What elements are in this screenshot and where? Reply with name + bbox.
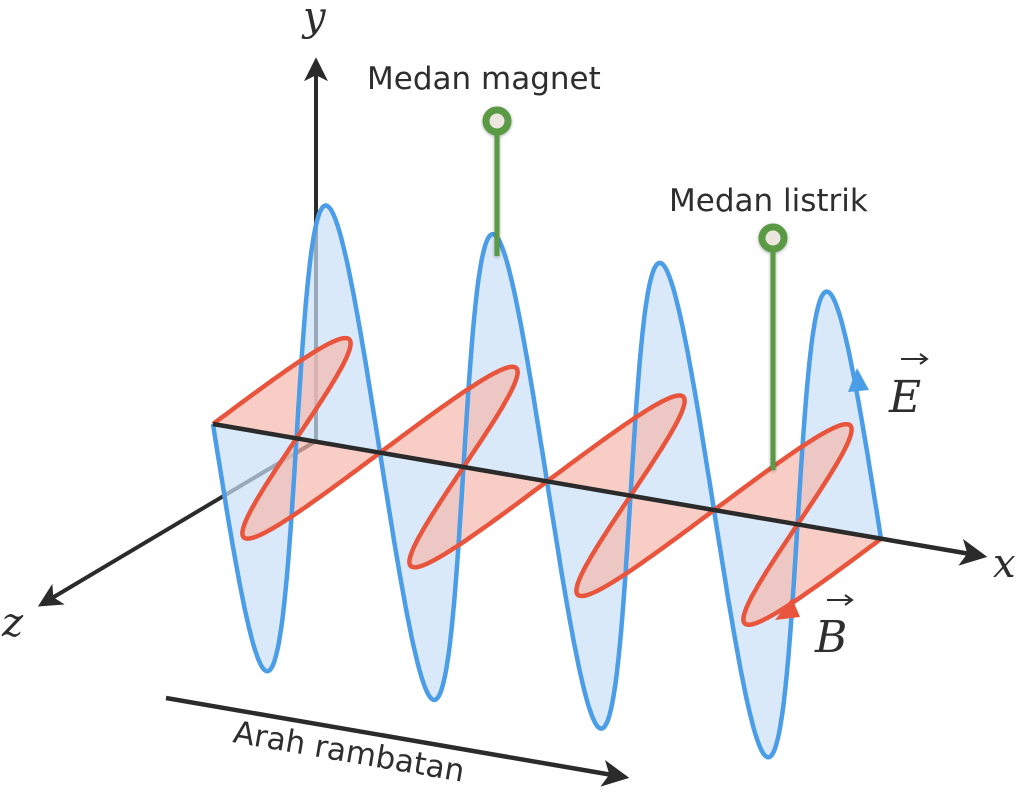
magnetic-field-lobe-outline bbox=[574, 494, 716, 599]
magnetic-field-lobe-fill bbox=[409, 467, 547, 568]
magnetic-field-marker-pin bbox=[482, 106, 512, 136]
x-axis bbox=[212, 421, 988, 566]
b-vector-arrowhead bbox=[775, 598, 800, 620]
magnetic-field-lobe-outline bbox=[378, 364, 520, 469]
propagation-label: Arah rambatan bbox=[231, 714, 468, 789]
x-axis-label: x bbox=[993, 541, 1016, 587]
magnetic-field-lobe-outline bbox=[211, 335, 353, 440]
magnetic-field-lobe-fill bbox=[380, 366, 518, 467]
electric-field-lobe-outline bbox=[711, 509, 800, 760]
electric-field-marker bbox=[758, 223, 788, 470]
magnetic-field-lobe-outline bbox=[407, 465, 549, 570]
electric-field-lobe-outline bbox=[628, 260, 717, 511]
magnetic-field-lobe-fill bbox=[547, 395, 685, 496]
b-vector-label: B bbox=[814, 594, 854, 663]
b-vector-letter: B bbox=[814, 612, 847, 663]
magnetic-field-lobe-fill bbox=[743, 524, 881, 625]
y-axis-label: y bbox=[301, 0, 327, 40]
magnetic-field-wave-fill bbox=[213, 338, 881, 625]
magnetic-field-lobe-outline bbox=[545, 393, 687, 497]
magnetic-field-marker bbox=[482, 106, 512, 256]
electric-field-lobe-outline bbox=[294, 203, 383, 454]
magnetic-field-lobe-fill bbox=[714, 424, 852, 525]
z-axis-label: z bbox=[1, 600, 24, 646]
magnetic-field-label: Medan magnet bbox=[367, 61, 601, 97]
electric-field-lobe-outline bbox=[461, 231, 550, 482]
magnetic-field-lobe-fill bbox=[213, 338, 351, 439]
e-vector-letter: E bbox=[888, 372, 921, 423]
magnetic-field-lobe-outline bbox=[741, 523, 883, 627]
e-vector-arrowhead bbox=[848, 368, 869, 392]
electric-field-lobe-outline bbox=[377, 452, 466, 703]
e-vector-arrow-icon bbox=[901, 353, 929, 365]
e-vector-label: E bbox=[888, 353, 929, 423]
electric-field-lobe-outline bbox=[544, 481, 633, 731]
electric-field-lobe-outline bbox=[795, 289, 884, 540]
magnetic-field-lobe-fill bbox=[242, 438, 380, 539]
magnetic-field-lobe-outline bbox=[240, 437, 382, 541]
b-vector-arrow-icon bbox=[827, 594, 854, 606]
electric-field-lobe-outline bbox=[210, 423, 299, 674]
electric-field-wave bbox=[210, 203, 884, 760]
electric-field-marker-pin bbox=[758, 223, 788, 253]
propagation-arrow bbox=[165, 695, 630, 787]
magnetic-field-lobe-fill bbox=[576, 495, 714, 596]
electric-field-label: Medan listrik bbox=[669, 183, 868, 219]
